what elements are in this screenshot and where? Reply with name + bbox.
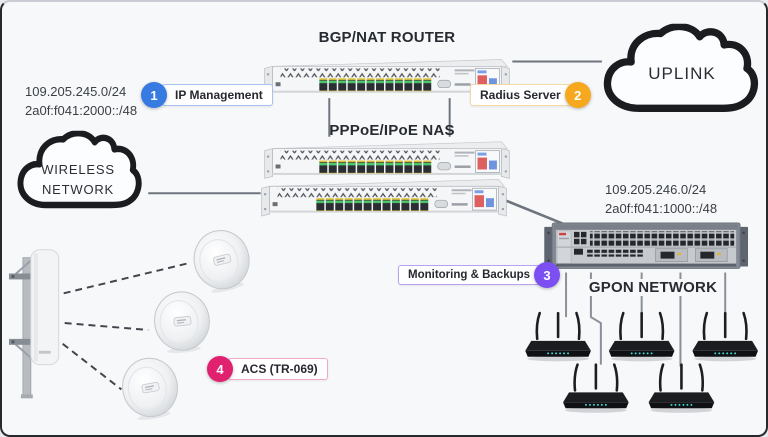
badge-4-number: 4 [207, 356, 233, 382]
link-nas-olt [501, 197, 567, 227]
dish-antenna-icon [187, 224, 257, 298]
badge-1-label: IP Management [162, 84, 273, 106]
wireless-cloud-line1: WIRELESS [41, 161, 115, 177]
ptp-link-2 [64, 322, 149, 331]
nas-router-top-device [264, 141, 510, 179]
badge-acs-tr069: 4 ACS (TR-069) [207, 356, 328, 382]
ptp-link-1 [63, 261, 192, 295]
wifi-router-icon [647, 363, 716, 415]
badge-monitoring-backups: Monitoring & Backups 3 [398, 262, 561, 288]
management-ipv4: 109.205.245.0/24 [25, 84, 127, 99]
wifi-router-icon [561, 363, 631, 415]
ptp-link-3 [62, 343, 122, 391]
sector-antenna-icon [8, 249, 60, 399]
gpon-ipv6: 2a0f:f041:1000::/48 [605, 201, 718, 216]
badge-2-number: 2 [564, 82, 591, 108]
wireless-dashed-links [62, 261, 192, 391]
management-ipv6: 2a0f:f041:2000::/48 [25, 103, 138, 118]
gpon-network-title: GPON NETWORK [583, 279, 723, 296]
badge-4-label: ACS (TR-069) [228, 358, 328, 380]
management-subnet-text: 109.205.245.0/24 2a0f:f041:2000::/48 [25, 82, 137, 120]
nas-title: PPPoE/IPoE NAS [329, 122, 455, 139]
gpon-ipv4: 109.205.246.0/24 [605, 182, 707, 197]
uplink-cloud-label: UPLINK [648, 64, 716, 83]
wifi-router-icon [523, 311, 593, 363]
wireless-cloud-line2: NETWORK [41, 181, 115, 197]
bgp-router-title: BGP/NAT ROUTER [318, 29, 456, 46]
dish-antenna-icon [151, 288, 214, 356]
badge-radius-server: Radius Server 2 [470, 82, 591, 108]
wireless-cloud-label: WIRELESS NETWORK [12, 132, 144, 223]
nas-router-bottom-device [261, 178, 507, 217]
dish-antenna-icon [117, 353, 184, 424]
badge-3-number: 3 [534, 262, 561, 288]
gpon-subnet-text: 109.205.246.0/24 2a0f:f041:1000::/48 [605, 180, 717, 218]
badge-2-label: Radius Server [470, 84, 571, 106]
wifi-router-icon [691, 311, 760, 363]
wifi-router-icon [607, 311, 676, 363]
badge-1-number: 1 [141, 82, 167, 108]
badge-3-label: Monitoring & Backups [398, 265, 541, 285]
gpon-olt-device [544, 222, 749, 270]
badge-ip-management: 1 IP Management [141, 82, 273, 108]
